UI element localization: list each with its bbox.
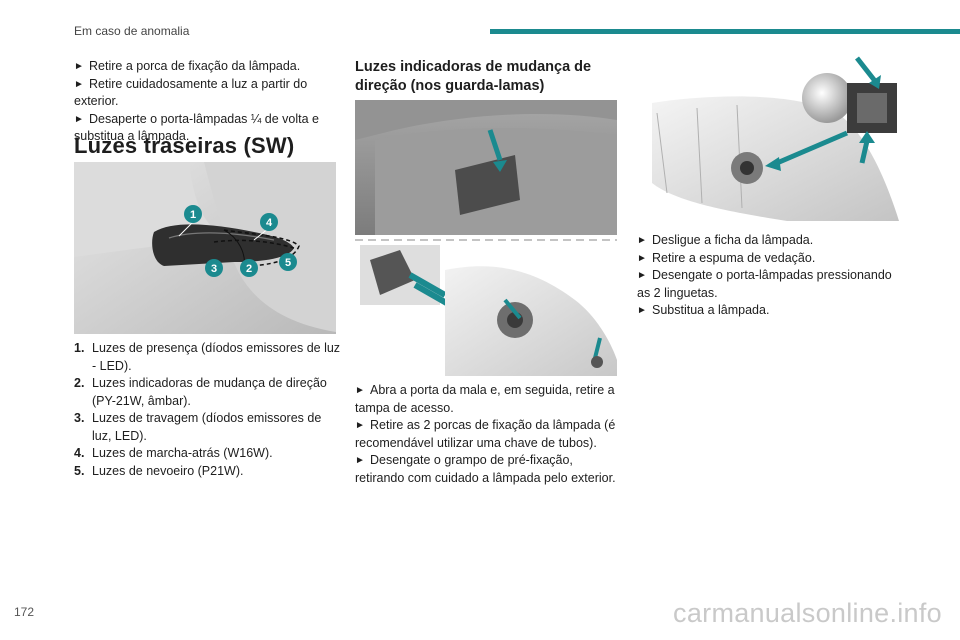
arrow-bullet-icon: ► <box>637 235 647 246</box>
svg-text:2: 2 <box>246 263 252 275</box>
list-item: 2.Luzes indicadoras de mudança de direçã… <box>74 376 327 408</box>
step-item: ►Desligue a ficha da lâmpada. <box>637 232 903 250</box>
arrow-bullet-icon: ► <box>637 270 647 281</box>
svg-text:4: 4 <box>266 217 273 229</box>
step-item: ►Retire cuidadosamente a luz a partir do… <box>74 76 308 109</box>
step-item: ►Retire as 2 porcas de fixação da lâmpad… <box>355 418 616 450</box>
list-item: 4.Luzes de marcha-atrás (W16W). <box>74 446 273 460</box>
step-item: ►Substitua a lâmpada. <box>637 302 903 320</box>
bulb-holder-illustration <box>652 56 899 221</box>
arrow-bullet-icon: ► <box>355 455 365 466</box>
right-steps-list: ►Desligue a ficha da lâmpada. ►Retire a … <box>637 232 903 320</box>
step-item: ►Desengate o porta-lâmpadas pressionando… <box>637 268 892 300</box>
section-label: Em caso de anomalia <box>74 24 190 38</box>
arrow-bullet-icon: ► <box>74 61 84 72</box>
page-number: 172 <box>14 605 35 619</box>
list-item: 3.Luzes de travagem (díodos emissores de… <box>74 411 322 443</box>
svg-text:1: 1 <box>190 209 196 221</box>
list-item: 1.Luzes de presença (díodos emissores de… <box>74 341 341 373</box>
header-accent-bar <box>490 29 960 34</box>
rear-lights-illustration: 1 4 3 2 5 <box>74 162 336 334</box>
svg-text:3: 3 <box>211 263 217 275</box>
top-steps-list: ►Retire a porca de fixação da lâmpada. ►… <box>74 58 344 146</box>
arrow-bullet-icon: ► <box>355 385 365 396</box>
step-item: ►Retire a espuma de vedação. <box>637 250 903 268</box>
watermark: carmanualsonline.info <box>673 598 942 628</box>
middle-steps-list: ►Abra a porta da mala e, em seguida, ret… <box>355 382 617 487</box>
arrow-bullet-icon: ► <box>74 113 84 125</box>
arrow-bullet-icon: ► <box>637 305 647 316</box>
arrow-bullet-icon: ► <box>637 252 647 264</box>
step-item: ►Retire a porca de fixação da lâmpada. <box>74 58 344 76</box>
step-item: ►Abra a porta da mala e, em seguida, ret… <box>355 383 615 415</box>
callout-3: 3 <box>205 259 223 277</box>
step-item: ►Desengate o grampo de pré-fixação, reti… <box>355 453 616 485</box>
lights-list: 1.Luzes de presença (díodos emissores de… <box>74 340 344 480</box>
svg-text:5: 5 <box>285 257 291 269</box>
arrow-bullet-icon: ► <box>74 78 84 90</box>
step-item: ►Desaperte o porta-lâmpadas ¼ de volta e… <box>74 111 319 144</box>
arrow-bullet-icon: ► <box>355 420 365 431</box>
list-item: 5.Luzes de nevoeiro (P21W). <box>74 463 244 478</box>
callout-2: 2 <box>240 259 258 277</box>
callout-1: 1 <box>184 205 202 223</box>
section-title: Luzes traseiras (SW) <box>74 133 295 158</box>
callout-4: 4 <box>260 213 278 231</box>
trunk-access-illustration <box>355 100 617 376</box>
middle-heading: Luzes indicadoras de mudança de direção … <box>355 59 592 94</box>
callout-5: 5 <box>279 253 297 271</box>
